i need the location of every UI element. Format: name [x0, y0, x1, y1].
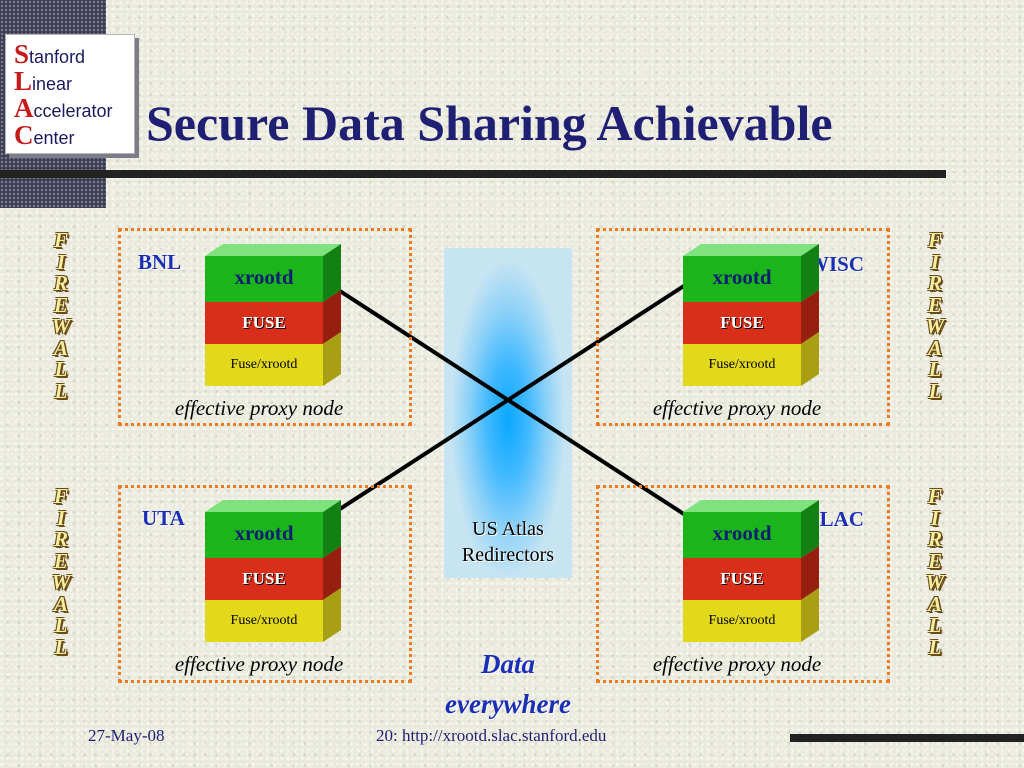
caption-bnl: effective proxy node — [174, 396, 344, 420]
site-label-bnl: BNL — [138, 250, 182, 274]
node-box-bnl — [118, 228, 412, 426]
stack-slac: xrootd FUSE Fuse/xrootd — [683, 500, 819, 650]
layer-fuse: FUSE — [683, 302, 801, 344]
layer-fuse-xrootd: Fuse/xrootd — [683, 600, 801, 642]
caption-slac: effective proxy node — [652, 652, 822, 676]
layer-xrootd: xrootd — [683, 256, 801, 302]
layer-xrootd: xrootd — [205, 256, 323, 302]
redirector-label: US Atlas Redirectors — [430, 516, 586, 568]
stack-wisc: xrootd FUSE Fuse/xrootd — [683, 244, 819, 394]
line-wisc-uta — [324, 280, 692, 520]
footer-date: 27-May-08 — [88, 726, 165, 745]
logo-line-2: Linear — [14, 66, 73, 96]
caption-uta: effective proxy node — [174, 652, 344, 676]
layer-fuse-xrootd: Fuse/xrootd — [205, 600, 323, 642]
layer-xrootd: xrootd — [205, 512, 323, 558]
node-box-uta — [118, 485, 412, 683]
layer-fuse: FUSE — [205, 558, 323, 600]
layer-fuse-xrootd: Fuse/xrootd — [205, 344, 323, 386]
stack-bnl: xrootd FUSE Fuse/xrootd — [205, 244, 341, 394]
layer-xrootd: xrootd — [683, 512, 801, 558]
tagline-line2: everywhere — [445, 689, 571, 719]
logo-line-3: Accelerator — [14, 93, 113, 123]
logo-line-1: Stanford — [14, 39, 86, 69]
stack-uta: xrootd FUSE Fuse/xrootd — [205, 500, 341, 650]
title-rule — [0, 170, 946, 178]
node-box-slac — [596, 485, 890, 683]
slide-title: Secure Data Sharing Achievable — [146, 95, 833, 151]
logo-line-4: Center — [14, 120, 75, 150]
site-label-uta: UTA — [142, 506, 185, 530]
caption-wisc: effective proxy node — [652, 396, 822, 420]
tagline-line1: Data — [481, 649, 535, 679]
layer-fuse-xrootd: Fuse/xrootd — [683, 344, 801, 386]
slac-logo: Stanford Linear Accelerator Center — [5, 34, 135, 154]
layer-fuse: FUSE — [205, 302, 323, 344]
node-box-wisc — [596, 228, 890, 426]
data-everywhere-tagline: Data everywhere — [408, 644, 608, 724]
redirector-label-line2: Redirectors — [461, 544, 555, 566]
footer-rule — [790, 734, 1024, 742]
layer-fuse: FUSE — [683, 558, 801, 600]
redirector-label-line1: US Atlas — [472, 518, 544, 540]
footer-page-url: 20: http://xrootd.slac.stanford.edu — [376, 726, 607, 745]
redirector-column — [444, 248, 572, 578]
